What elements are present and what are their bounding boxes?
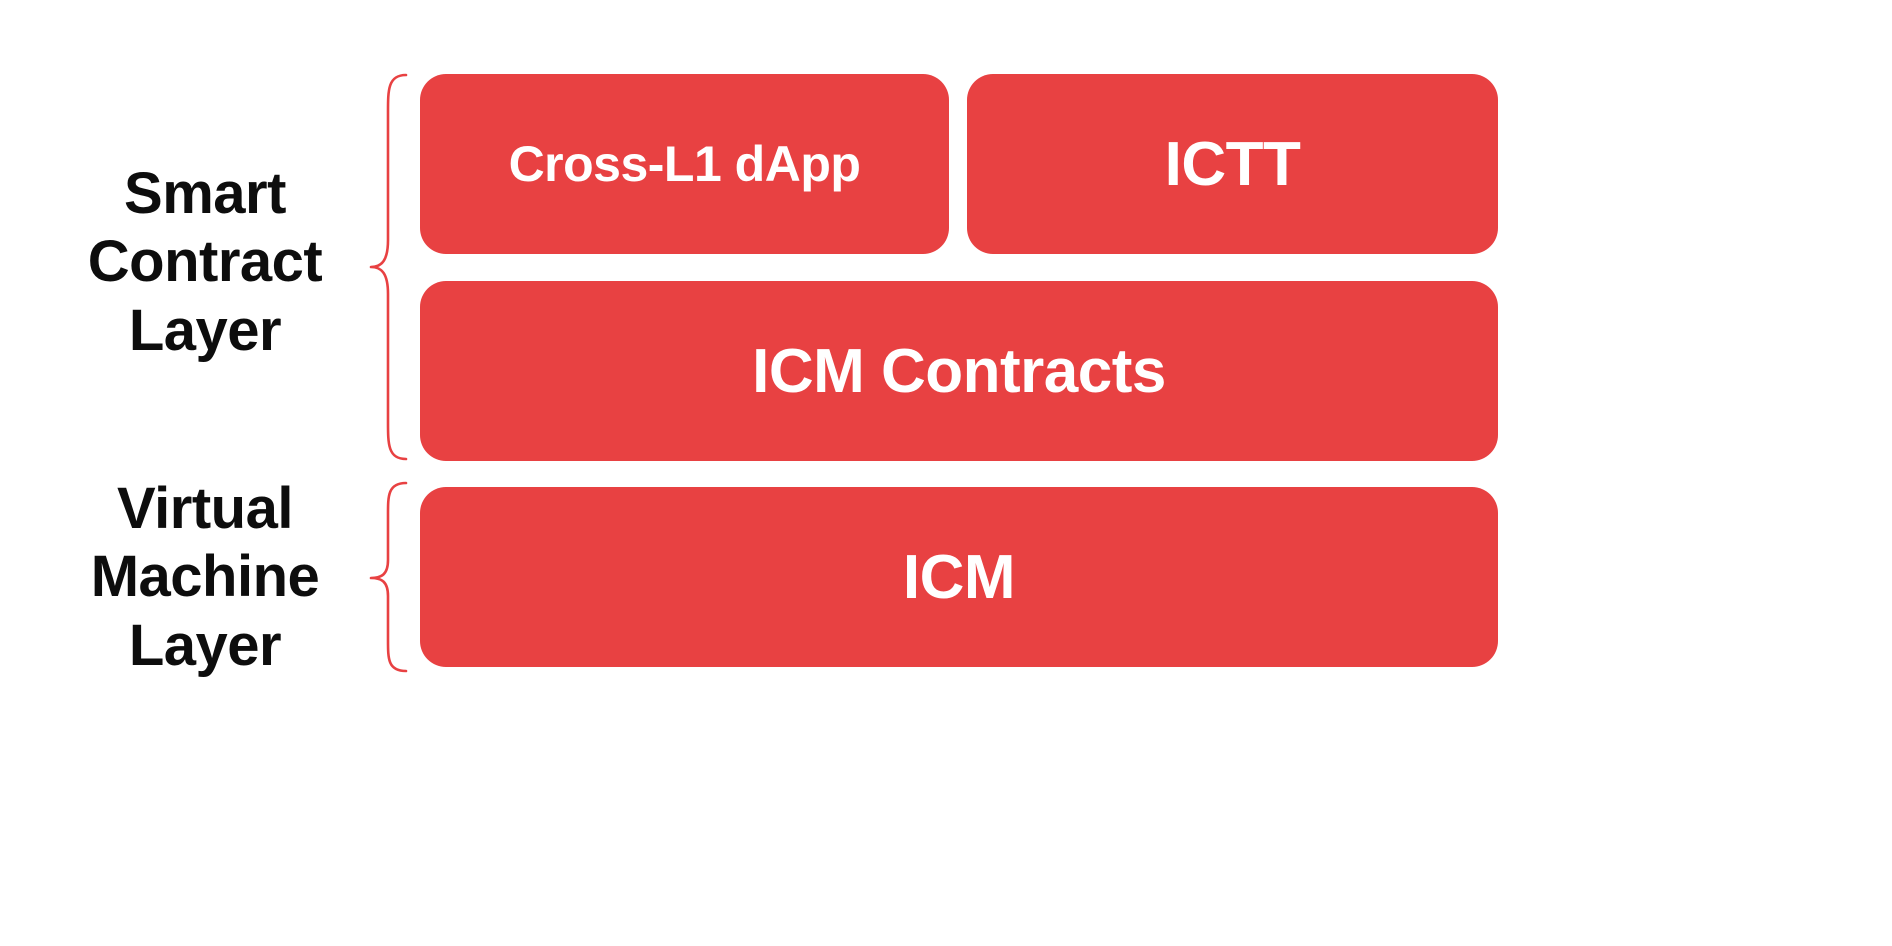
layer-label-line: Smart bbox=[124, 160, 286, 226]
box-cross-l1-dapp[interactable]: Cross-L1 dApp bbox=[420, 74, 949, 254]
layer-label-line: Layer bbox=[128, 612, 282, 678]
curly-brace-icon-smart-contract bbox=[366, 72, 410, 467]
box-ictt[interactable]: ICTT bbox=[967, 74, 1498, 254]
layer-label-virtual-machine: Virtual Machine Layer bbox=[60, 475, 350, 680]
layer-label-smart-contract: Smart Contract Layer bbox=[60, 160, 350, 365]
layer-label-line: Layer bbox=[128, 297, 282, 363]
box-label: ICM bbox=[902, 542, 1016, 612]
layer-label-line: Contract bbox=[87, 229, 323, 295]
box-icm[interactable]: ICM bbox=[420, 487, 1498, 667]
box-label: ICM Contracts bbox=[752, 336, 1166, 406]
layer-label-line: Machine bbox=[90, 544, 320, 610]
box-label: Cross-L1 dApp bbox=[508, 136, 861, 192]
curly-brace-icon-virtual-machine bbox=[366, 480, 410, 680]
box-label: ICTT bbox=[1164, 129, 1301, 199]
layer-label-line: Virtual bbox=[117, 475, 293, 541]
box-icm-contracts[interactable]: ICM Contracts bbox=[420, 281, 1498, 461]
